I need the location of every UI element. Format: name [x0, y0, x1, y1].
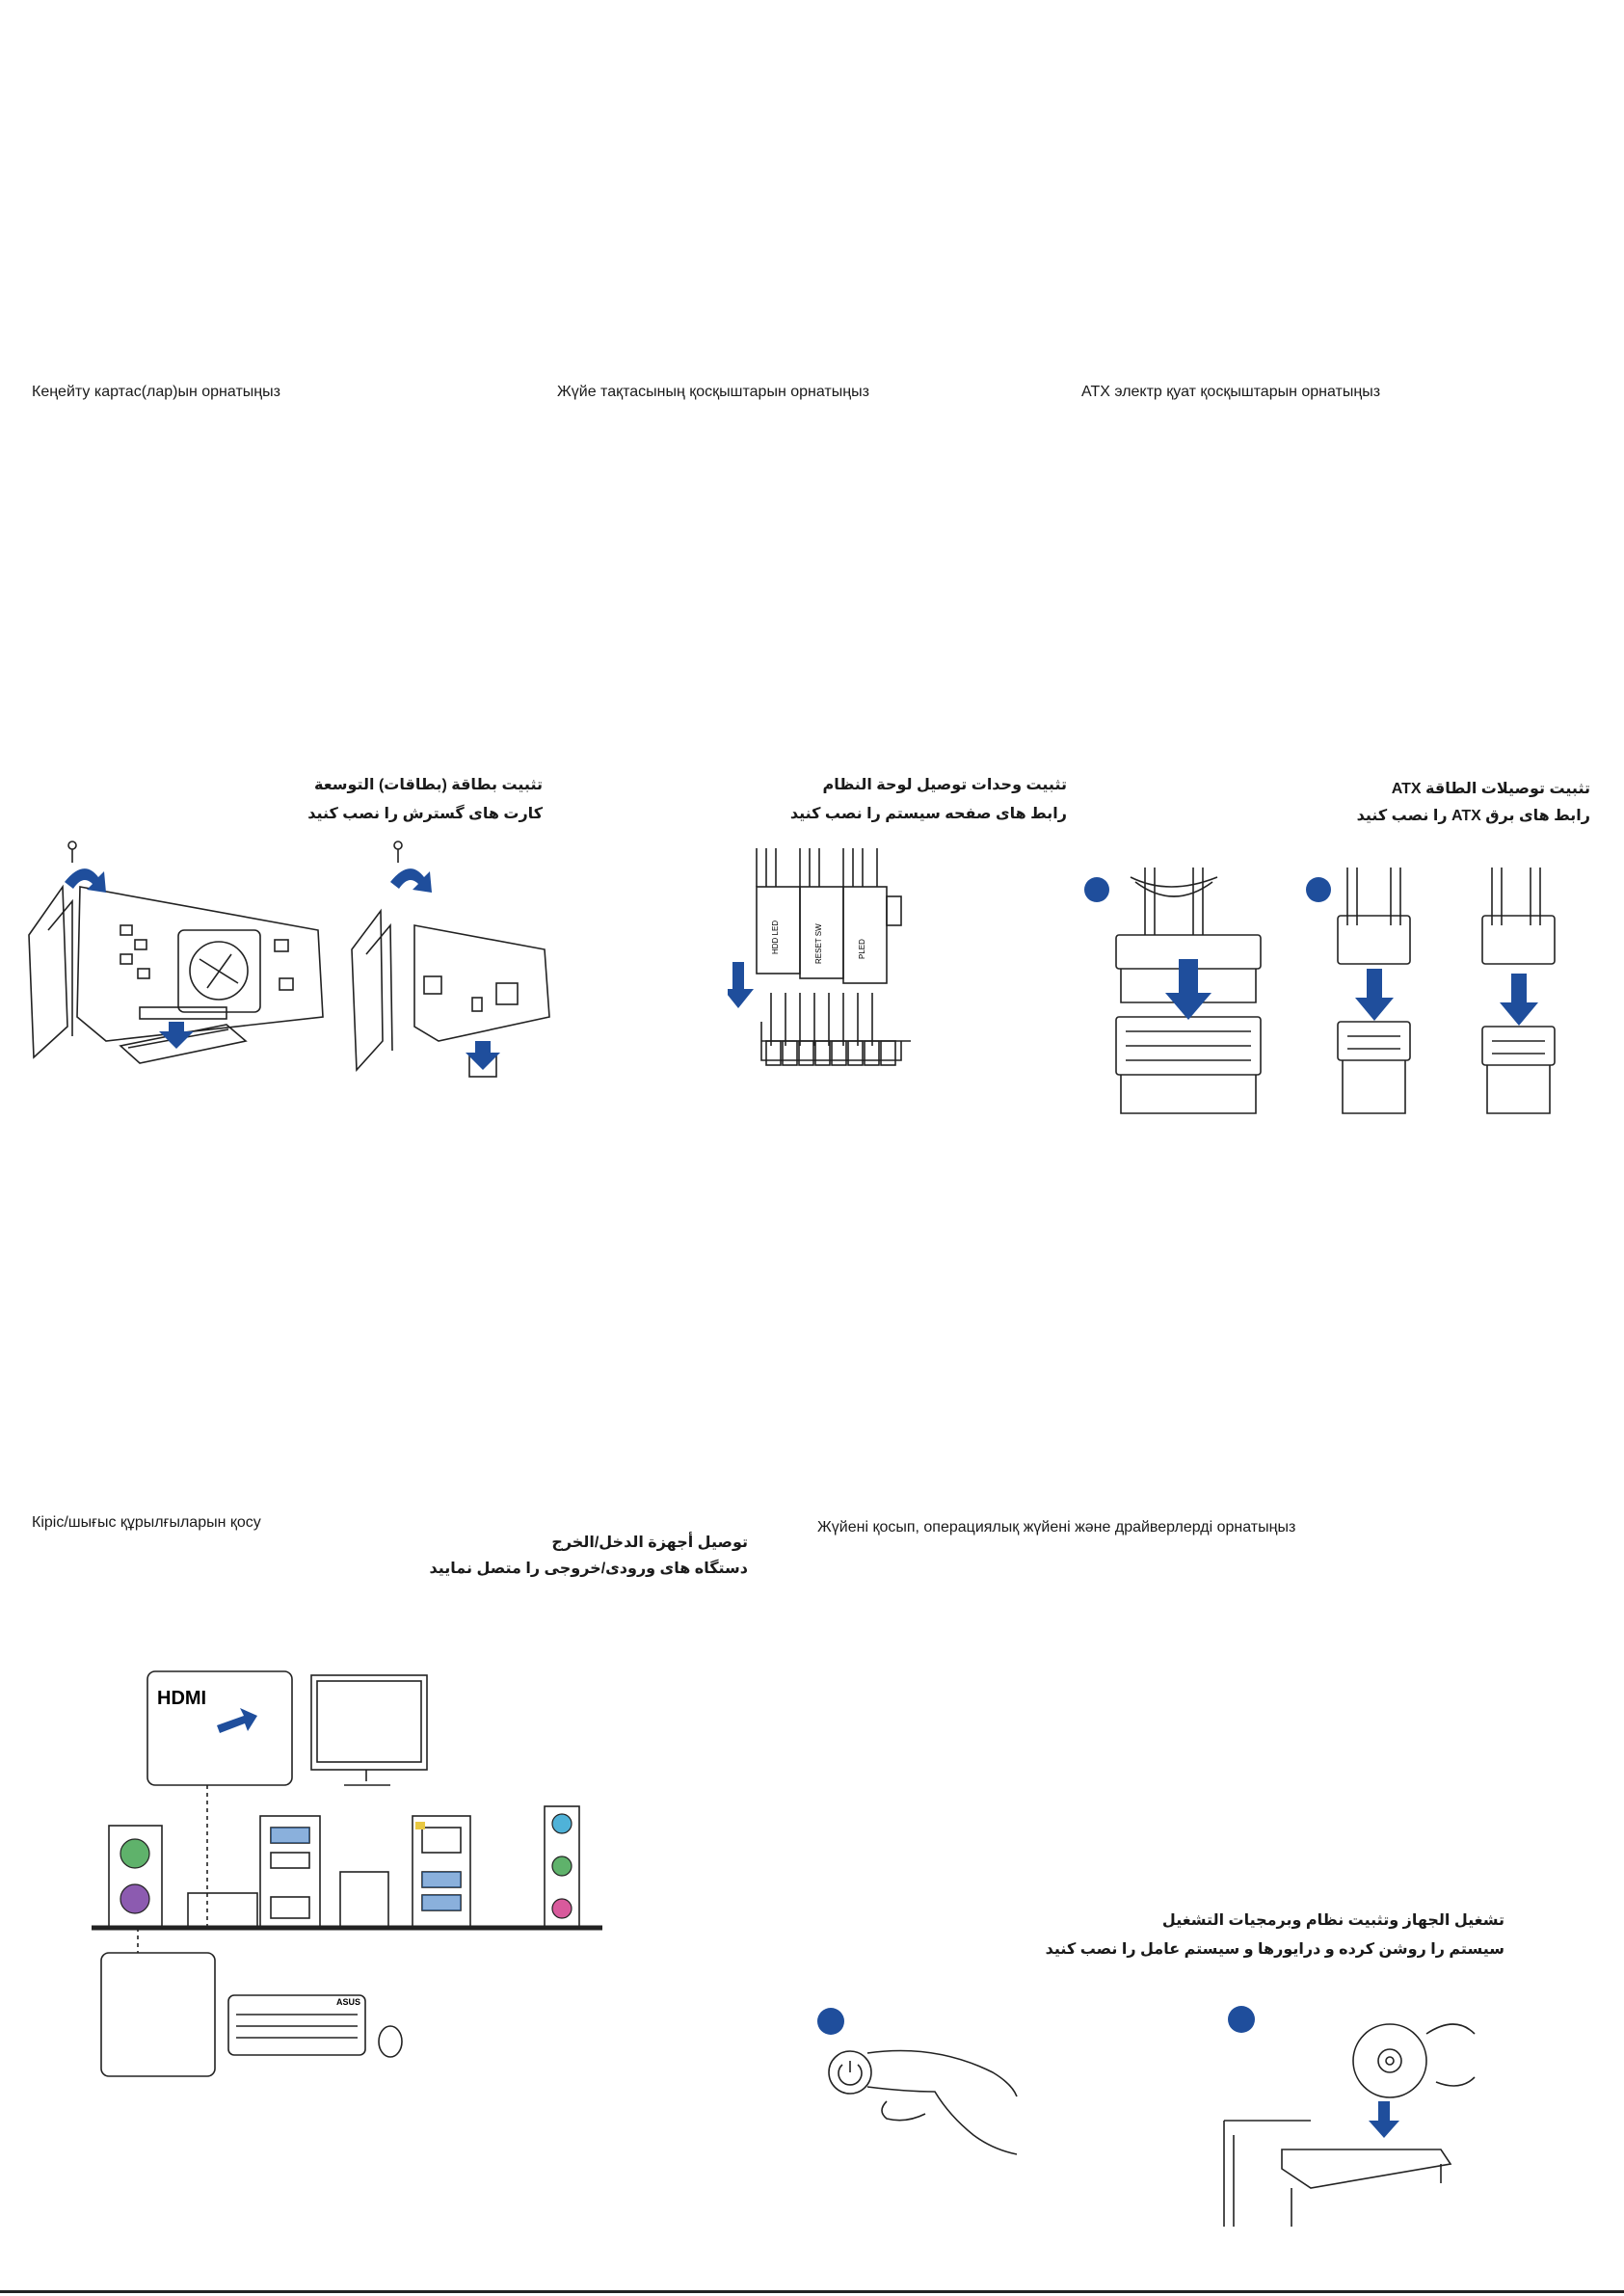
power-on-illustration: [810, 1995, 1504, 2231]
io-devices-title-fa: دستگاه های ورودی/خروجی را متصل نمایید: [429, 1561, 749, 1577]
down-arrow-icon: [728, 962, 754, 1008]
keyboard-brand-logo: ASUS: [336, 1997, 360, 2007]
power-on-title-kz: Жүйені қосып, операциялық жүйені және др…: [817, 1519, 1296, 1535]
pin-label-hdd-led: HDD LED: [771, 921, 780, 954]
step-2-marker: [1306, 877, 1331, 902]
pin-label-reset-sw: RESET SW: [814, 923, 823, 964]
expansion-title-ar: تثبيت بطاقة (بطاقات) التوسعة: [314, 777, 543, 793]
expansion-title-kz: Кеңейту картас(лар)ын орнатыңыз: [32, 384, 280, 400]
expansion-card-illustration: [24, 834, 554, 1094]
atx-power-title-ar: تثبيت توصيلات الطاقة ATX: [1391, 781, 1590, 797]
power-on-title-fa: سیستم را روشن کرده و درایورها و سیستم عا…: [1045, 1941, 1504, 1958]
front-panel-title-kz: Жүйе тақтасының қосқыштарын орнатыңыз: [557, 384, 869, 400]
io-devices-illustration: HDMI ASUS: [92, 1668, 607, 2082]
power-on-title-ar: تشغيل الجهاز وتثبيت نظام وبرمجيات التشغي…: [1161, 1912, 1504, 1929]
page-bottom-rule: [0, 2290, 1624, 2293]
step-1-marker: [817, 2008, 844, 2035]
down-arrow-icon: [1369, 2101, 1399, 2138]
atx-power-title-fa: رابط های برق ATX را نصب کنید: [1356, 808, 1590, 824]
front-panel-title-fa: رابط های صفحه سیستم را نصب کنید: [789, 806, 1067, 822]
io-devices-title-ar: توصيل أجهزة الدخل/الخرج: [551, 1535, 748, 1551]
step-1-marker: [1084, 877, 1109, 902]
hdmi-logo: HDMI: [157, 1688, 206, 1709]
step-2-marker: [1228, 2006, 1255, 2033]
ps2-keyboard-port-icon: [120, 1838, 150, 1869]
atx-power-illustration: [1078, 868, 1588, 1128]
io-devices-title-kz: Кіріс/шығыс құрылғыларын қосу: [32, 1514, 261, 1531]
atx-power-title-kz: ATX электр қуат қосқыштарын орнатыңыз: [1081, 384, 1381, 400]
ps2-mouse-port-icon: [120, 1883, 150, 1914]
front-panel-title-ar: تثبيت وحدات توصيل لوحة النظام: [822, 777, 1067, 793]
pin-label-pled: PLED: [858, 939, 866, 959]
front-panel-connector-illustration: HDD LED RESET SW PLED: [728, 848, 920, 1089]
expansion-title-fa: کارت های گسترش را نصب کنید: [307, 806, 543, 822]
